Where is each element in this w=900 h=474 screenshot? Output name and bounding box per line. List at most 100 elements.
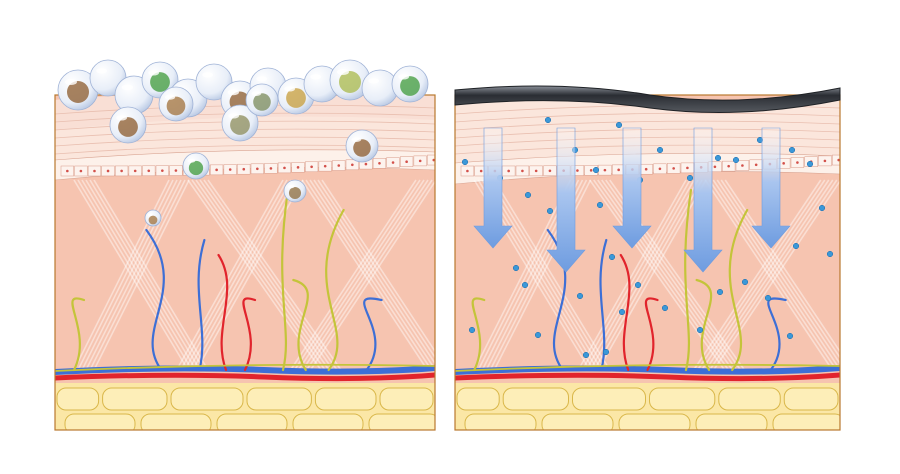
collagen-fiber xyxy=(693,179,822,371)
collagen-fiber xyxy=(81,179,197,371)
active-particle xyxy=(618,308,626,316)
collagen-fiber xyxy=(317,179,435,359)
fat-cell xyxy=(216,413,288,430)
collagen-fiber xyxy=(593,179,730,371)
stratum-line xyxy=(55,144,435,155)
fat-cell xyxy=(618,413,691,430)
active-particle xyxy=(764,294,772,302)
fat-cell xyxy=(379,387,434,411)
collagen-fiber xyxy=(293,179,421,371)
collagen-fiber xyxy=(313,179,435,365)
stratum-line xyxy=(455,112,840,123)
cell-nucleus xyxy=(589,169,593,172)
cell-nucleus xyxy=(405,160,408,164)
active-particle xyxy=(716,288,724,296)
fat-cell xyxy=(502,387,570,411)
active-particle xyxy=(468,326,476,334)
capsule-highlight xyxy=(368,78,380,84)
collagen-fiber xyxy=(297,179,425,371)
artery-branch xyxy=(644,297,659,372)
cell-nucleus xyxy=(228,168,232,171)
cell-nucleus xyxy=(672,167,675,170)
active-particle xyxy=(461,158,469,166)
collagen-fiber xyxy=(705,179,834,371)
artery-branch xyxy=(217,253,229,372)
cell-nucleus xyxy=(782,162,785,165)
fat-cell xyxy=(64,413,136,430)
cell-nucleus xyxy=(479,169,483,173)
active-particle xyxy=(656,146,664,154)
penetration-arrow xyxy=(612,127,652,249)
fat-cell xyxy=(783,387,839,411)
capsule-highlight xyxy=(284,86,296,92)
capsule-highlight xyxy=(337,69,349,75)
stratum-line xyxy=(455,144,840,155)
cell-nucleus xyxy=(391,161,395,164)
panel-left-capsules xyxy=(54,59,436,431)
capsule-highlight xyxy=(65,79,77,85)
nerve-branch xyxy=(728,208,749,372)
cell-nucleus xyxy=(754,163,758,167)
collagen-fiber xyxy=(712,179,840,371)
capsule-highlight xyxy=(228,113,240,119)
collagen-fiber xyxy=(305,179,433,371)
cell-nucleus xyxy=(310,165,313,169)
fat-cell xyxy=(170,387,244,411)
panel-right-occlusive-film xyxy=(454,85,841,431)
cell-nucleus xyxy=(269,167,273,170)
vein-branch xyxy=(363,297,383,372)
collagen-fiber xyxy=(77,179,193,371)
collagen-fiber xyxy=(203,179,338,371)
nerve-branch xyxy=(281,188,290,372)
collagen-fiber xyxy=(309,180,435,371)
cell-nucleus xyxy=(741,164,744,167)
capsule-highlight xyxy=(96,68,108,74)
nerve-branch xyxy=(684,188,693,372)
collagen-fiber xyxy=(73,179,189,371)
cell-nucleus xyxy=(418,159,422,163)
capsule-contents xyxy=(166,96,186,116)
active-particle xyxy=(521,281,529,289)
fat-cell xyxy=(572,387,646,411)
fat-cell xyxy=(772,413,840,430)
cell-nucleus xyxy=(323,164,327,168)
cell-nucleus xyxy=(713,165,717,169)
cell-nucleus xyxy=(644,167,648,171)
artery-branch xyxy=(242,297,257,372)
cell-nucleus xyxy=(548,169,552,173)
active-particle xyxy=(615,121,623,129)
cell-nucleus xyxy=(174,169,178,172)
occlusive-film xyxy=(454,85,841,113)
collagen-fiber xyxy=(93,179,190,371)
active-particle xyxy=(661,304,669,312)
capsule-contents xyxy=(188,160,204,176)
cell-nucleus xyxy=(283,166,286,170)
capsule-highlight xyxy=(251,91,262,96)
cell-nucleus xyxy=(521,169,524,173)
cell-nucleus xyxy=(161,169,164,172)
cell-nucleus xyxy=(147,169,151,173)
active-particle xyxy=(546,207,554,215)
fat-cell xyxy=(314,387,377,411)
collagen-fiber xyxy=(191,179,300,371)
penetration-arrow xyxy=(546,127,586,273)
cell-nucleus xyxy=(120,169,123,173)
cell-nucleus xyxy=(337,164,341,167)
active-particles xyxy=(461,116,834,359)
active-particle xyxy=(576,292,584,300)
nerve-branch xyxy=(471,297,486,372)
collagen-fiber xyxy=(81,179,178,371)
nerve-branch xyxy=(71,297,86,372)
collagen-fiber xyxy=(207,179,342,371)
active-particle xyxy=(741,278,749,286)
collagen-fiber xyxy=(199,179,334,371)
capsule-highlight xyxy=(310,74,322,80)
active-particle xyxy=(806,160,814,168)
cell-nucleus xyxy=(242,167,246,171)
penetration-arrow xyxy=(751,127,791,249)
cell-nucleus xyxy=(837,158,840,162)
active-particle xyxy=(602,348,610,356)
collagen-fiber xyxy=(713,179,840,371)
cell-nucleus xyxy=(93,169,96,173)
active-particle xyxy=(818,204,826,212)
